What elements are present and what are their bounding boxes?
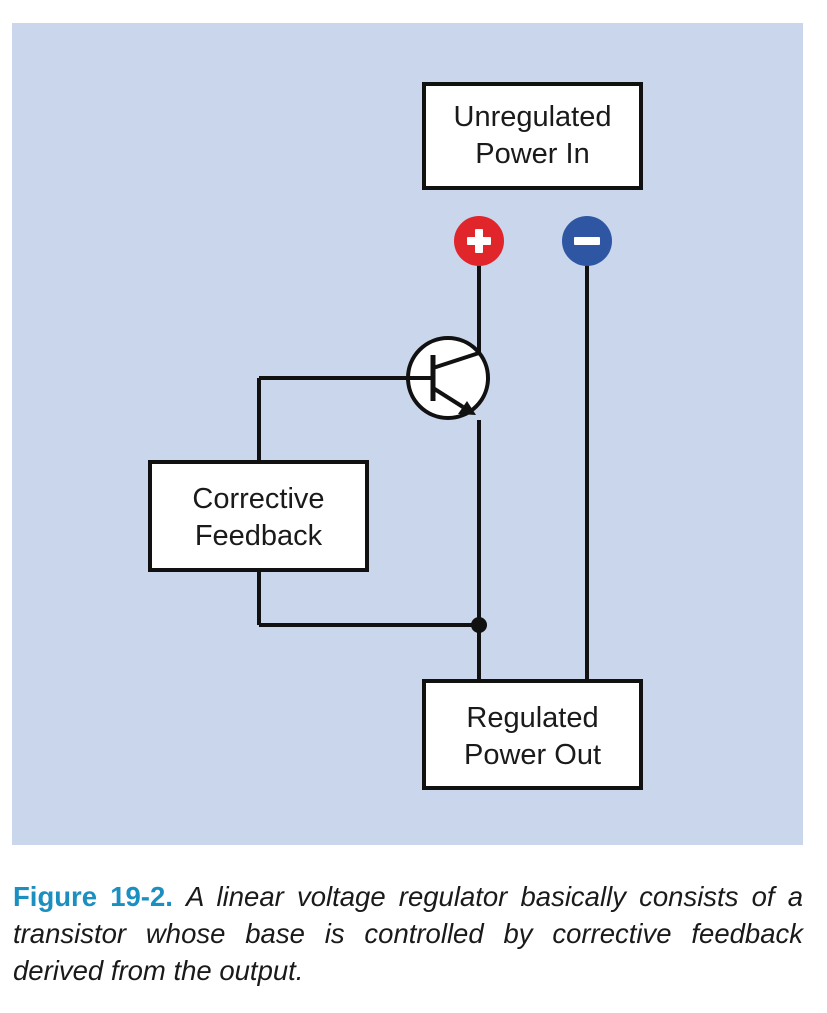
box-label-line: Power Out [464, 739, 601, 771]
junction-dot [471, 617, 487, 633]
box-label-line: Corrective [192, 483, 324, 515]
diagram-panel [12, 23, 803, 845]
box-label-line: Unregulated [454, 101, 612, 133]
regulator-diagram: Unregulated Power In Corrective Feedback… [12, 23, 803, 845]
plus-icon [467, 229, 491, 253]
positive-terminal [454, 216, 504, 266]
figure-caption: Figure 19-2. A linear voltage regulator … [13, 878, 803, 989]
box-label-line: Feedback [195, 520, 323, 552]
unregulated-power-in-box: Unregulated Power In [422, 82, 643, 190]
minus-icon [574, 237, 600, 245]
figure-caption-text: A linear voltage regulator basically con… [13, 881, 803, 986]
box-label-line: Regulated [466, 702, 598, 734]
wires [257, 265, 589, 681]
figure-label: Figure 19-2. [13, 881, 173, 912]
box-label-line: Power In [475, 138, 589, 170]
negative-terminal [562, 216, 612, 266]
regulated-power-out-box: Regulated Power Out [422, 679, 643, 790]
npn-transistor-icon [406, 336, 490, 420]
corrective-feedback-box: Corrective Feedback [148, 460, 369, 572]
